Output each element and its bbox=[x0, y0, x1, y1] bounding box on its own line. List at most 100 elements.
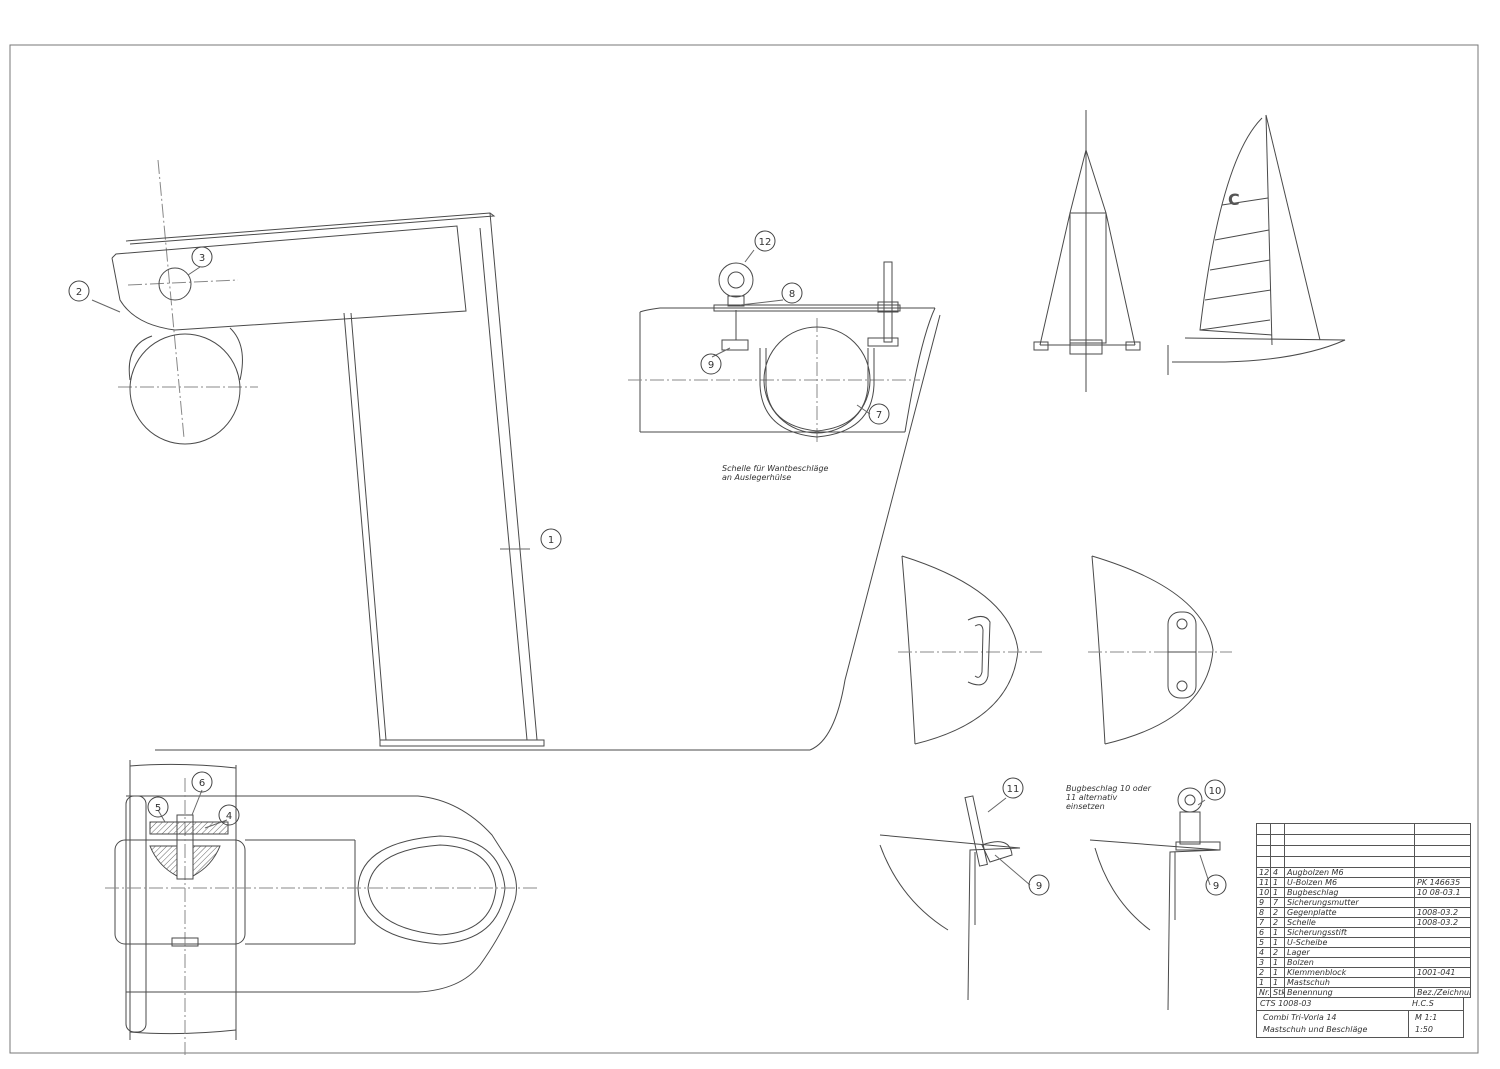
balloon-5b: 5 bbox=[157, 803, 163, 814]
balloon-10: 10 bbox=[1209, 786, 1222, 797]
balloon-leaders bbox=[91, 249, 1211, 886]
parts-cell-no: 4 bbox=[1256, 947, 1271, 958]
header-qty: Stk bbox=[1270, 987, 1285, 998]
balloon-12: 12 bbox=[759, 237, 772, 248]
project-name: Combi Tri-Vorla 14 bbox=[1263, 1013, 1337, 1022]
parts-cell-qty: 1 bbox=[1270, 877, 1285, 888]
parts-cell-name: U-Bolzen M6 bbox=[1284, 877, 1415, 888]
parts-cell-no: 8 bbox=[1256, 907, 1271, 918]
parts-cell-drawing bbox=[1414, 957, 1471, 968]
parts-cell-qty: 4 bbox=[1270, 867, 1285, 878]
parts-cell-name: Schelle bbox=[1284, 917, 1415, 928]
balloon-circles bbox=[68, 230, 1227, 896]
mast-step-side-view bbox=[111, 159, 941, 751]
parts-cell-name: U-Scheibe bbox=[1284, 937, 1415, 948]
scale-1: M 1:1 bbox=[1415, 1013, 1438, 1022]
balloon-8: 8 bbox=[789, 289, 795, 300]
balloon-9b: 9 bbox=[1036, 881, 1042, 892]
parts-cell-drawing: 10 08-03.1 bbox=[1414, 887, 1471, 898]
parts-cell-name: Mastschuh bbox=[1284, 977, 1415, 988]
balloon-9a: 9 bbox=[708, 360, 714, 371]
parts-cell-drawing: 1008-03.2 bbox=[1414, 917, 1471, 928]
parts-cell-name: Augbolzen M6 bbox=[1284, 867, 1415, 878]
parts-cell-qty: 1 bbox=[1270, 937, 1285, 948]
bow-note: Bugbeschlag 10 oder 11 alternativ einset… bbox=[1066, 784, 1151, 811]
balloon-6: 6 bbox=[199, 778, 205, 789]
parts-cell-qty: 2 bbox=[1270, 907, 1285, 918]
parts-cell-drawing bbox=[1414, 927, 1471, 938]
scale-2: 1:50 bbox=[1415, 1025, 1433, 1034]
balloon-5a: 5 bbox=[155, 803, 161, 814]
parts-cell-drawing bbox=[1414, 867, 1471, 878]
balloon-4: 4 bbox=[226, 811, 232, 822]
parts-cell-name: Bugbeschlag bbox=[1284, 887, 1415, 898]
parts-cell-name: Sicherungsstift bbox=[1284, 927, 1415, 938]
clamp-note: Schelle für Wantbeschläge an Auslegerhül… bbox=[722, 464, 828, 482]
parts-list-header: Nr. Stk Benennung Bez./Zeichnung bbox=[1256, 987, 1471, 998]
balloon-3: 3 bbox=[199, 253, 205, 264]
parts-cell-drawing bbox=[1414, 977, 1471, 988]
header-no: Nr. bbox=[1256, 987, 1271, 998]
balloon-1: 1 bbox=[548, 535, 554, 546]
drawing-number: CTS 1008-03 bbox=[1260, 999, 1312, 1008]
parts-cell-drawing: 1008-03.2 bbox=[1414, 907, 1471, 918]
parts-cell-no: 6 bbox=[1256, 927, 1271, 938]
parts-cell-qty: 1 bbox=[1270, 887, 1285, 898]
parts-cell-no: 9 bbox=[1256, 897, 1271, 908]
clamp-note-line-1: Schelle für Wantbeschläge bbox=[722, 464, 829, 473]
clamp-note-line-2: an Auslegerhülse bbox=[722, 473, 792, 482]
bow-note-line-1: Bugbeschlag 10 oder bbox=[1066, 784, 1151, 793]
svg-text:C: C bbox=[1228, 190, 1240, 209]
parts-cell-qty: 2 bbox=[1270, 947, 1285, 958]
header-drawing: Bez./Zeichnung bbox=[1414, 987, 1471, 998]
parts-cell-no: 2 bbox=[1256, 967, 1271, 978]
parts-cell-no: 1 bbox=[1256, 977, 1271, 988]
parts-cell-qty: 7 bbox=[1270, 897, 1285, 908]
balloon-7: 7 bbox=[876, 410, 882, 421]
parts-cell-no: 11 bbox=[1256, 877, 1271, 888]
parts-cell-name: Bolzen bbox=[1284, 957, 1415, 968]
parts-cell-drawing: 1001-041 bbox=[1414, 967, 1471, 978]
parts-cell-no: 12 bbox=[1256, 867, 1271, 878]
parts-cell-drawing bbox=[1414, 947, 1471, 958]
parts-cell-name: Sicherungsmutter bbox=[1284, 897, 1415, 908]
parts-cell-qty: 1 bbox=[1270, 927, 1285, 938]
parts-cell-no: 5 bbox=[1256, 937, 1271, 948]
bow-note-line-3: einsetzen bbox=[1066, 802, 1105, 811]
drawing-subject: Mastschuh und Beschläge bbox=[1263, 1025, 1368, 1034]
rig-side-view: C bbox=[1167, 114, 1346, 375]
drawing-frame bbox=[9, 44, 1479, 1054]
parts-cell-qty: 1 bbox=[1270, 967, 1285, 978]
parts-cell-no: 3 bbox=[1256, 957, 1271, 968]
bow-fitting-views bbox=[898, 555, 1232, 745]
header-name: Benennung bbox=[1284, 987, 1415, 998]
bow-fitting-sections bbox=[879, 787, 1221, 1011]
parts-cell-drawing: PK 146635 bbox=[1414, 877, 1471, 888]
bow-note-line-2: 11 alternativ bbox=[1066, 793, 1118, 802]
mast-step-top-view bbox=[105, 760, 540, 1055]
parts-cell-no: 7 bbox=[1256, 917, 1271, 928]
designer: H.C.S bbox=[1412, 999, 1434, 1008]
parts-cell-name: Gegenplatte bbox=[1284, 907, 1415, 918]
parts-cell-drawing bbox=[1414, 937, 1471, 948]
parts-cell-no: 10 bbox=[1256, 887, 1271, 898]
balloon-9c: 9 bbox=[1213, 881, 1219, 892]
title-footer: CTS 1008-03 H.C.S Combi Tri-Vorla 14 Mas… bbox=[1256, 998, 1464, 1038]
parts-cell-name: Klemmenblock bbox=[1284, 967, 1415, 978]
rig-front-view bbox=[1033, 110, 1141, 392]
